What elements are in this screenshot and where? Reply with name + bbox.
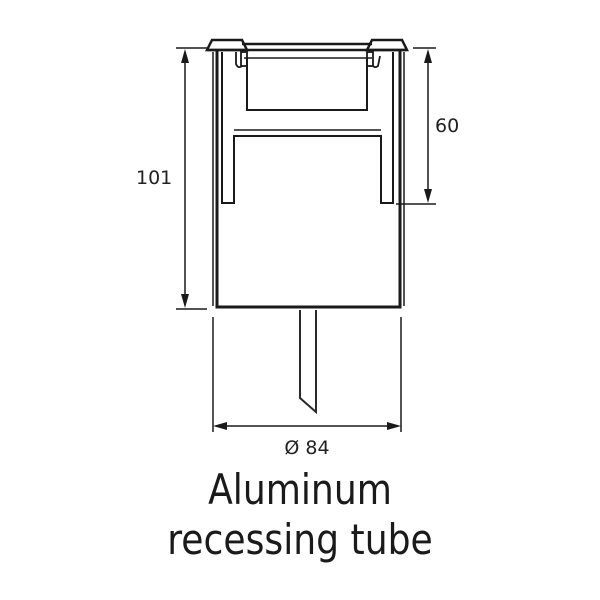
dimension-label-60: 60 [435, 115, 459, 137]
flange-left-tab [204, 38, 250, 52]
dimension-height-inner [396, 47, 436, 205]
dim-84-arrow-left [213, 422, 227, 430]
tube-body [212, 50, 405, 309]
dim-60-arrow-top [424, 49, 432, 63]
bracket-left [221, 52, 394, 204]
cable-body [299, 310, 317, 415]
inner-housing [244, 57, 372, 111]
dim-60-arrow-bottom [424, 189, 432, 203]
flange-right-tab [364, 38, 410, 52]
top-flange [204, 38, 410, 52]
tube-outer-wall [215, 50, 402, 309]
inner-brackets [221, 52, 394, 204]
caption-line-2: recessing tube [167, 515, 433, 564]
dim-101-arrow-top [181, 49, 189, 63]
inner-housing-box [246, 58, 368, 111]
dimension-height-total [176, 47, 207, 310]
cable [299, 310, 317, 415]
flange-clips [235, 51, 381, 69]
dimension-label-101: 101 [136, 167, 172, 189]
dim-84-arrow-right [387, 422, 401, 430]
dimension-diameter [212, 317, 402, 432]
dim-101-arrow-bottom [181, 294, 189, 308]
dimension-label-84: Ø 84 [284, 437, 329, 459]
caption-line-1: Aluminum [208, 465, 392, 514]
